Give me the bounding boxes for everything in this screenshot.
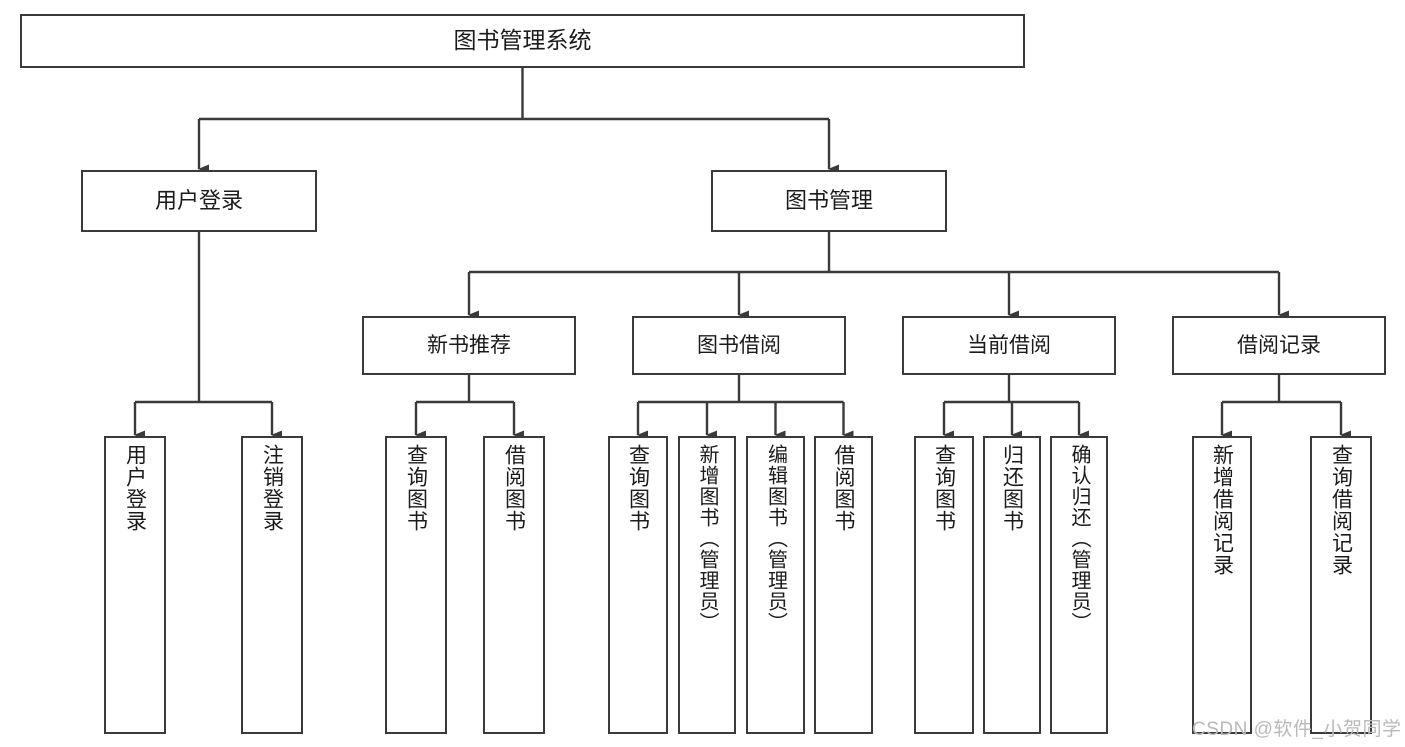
node-label: 确认归还（管理员） (1068, 444, 1090, 633)
leaf-current-return-book[interactable]: 归还图书 (983, 436, 1041, 734)
node-current-borrow[interactable]: 当前借阅 (902, 316, 1116, 375)
node-label: 查询借阅记录 (1329, 444, 1353, 576)
node-label: 新增借阅记录 (1210, 444, 1234, 576)
node-label: 注销登录 (260, 444, 284, 532)
leaf-recommend-query-book[interactable]: 查询图书 (385, 436, 447, 734)
node-label: 新书推荐 (427, 333, 511, 357)
leaf-borrow-query-book[interactable]: 查询图书 (608, 436, 668, 734)
leaf-borrow-add-book[interactable]: 新增图书（管理员） (678, 436, 736, 734)
leaf-borrow-edit-book[interactable]: 编辑图书（管理员） (746, 436, 805, 734)
node-user-login[interactable]: 用户登录 (81, 170, 317, 232)
node-label: 用户登录 (123, 444, 147, 532)
leaf-borrow-borrow-book[interactable]: 借阅图书 (814, 436, 873, 734)
node-label: 查询图书 (626, 444, 650, 532)
node-label: 图书管理系统 (453, 27, 592, 54)
node-label: 当前借阅 (967, 333, 1051, 357)
node-label: 借阅记录 (1237, 333, 1321, 357)
leaf-current-confirm-return[interactable]: 确认归还（管理员） (1050, 436, 1108, 734)
node-label: 查询图书 (404, 444, 428, 532)
node-label: 借阅图书 (832, 444, 855, 532)
node-book-borrow[interactable]: 图书借阅 (632, 316, 846, 375)
node-label: 归还图书 (1000, 444, 1024, 532)
node-root-system[interactable]: 图书管理系统 (20, 14, 1025, 68)
node-new-book-recommend[interactable]: 新书推荐 (362, 316, 576, 375)
leaf-recommend-borrow-book[interactable]: 借阅图书 (483, 436, 545, 734)
leaf-record-query-record[interactable]: 查询借阅记录 (1310, 436, 1372, 734)
node-label: 用户登录 (154, 187, 243, 213)
node-label: 编辑图书（管理员） (764, 444, 787, 633)
node-label: 新增图书（管理员） (696, 444, 718, 633)
node-book-manage[interactable]: 图书管理 (711, 170, 947, 232)
connector-group (133, 68, 1351, 440)
leaf-record-add-record[interactable]: 新增借阅记录 (1192, 436, 1252, 734)
node-label: 图书管理 (784, 187, 873, 213)
leaf-current-query-book[interactable]: 查询图书 (914, 436, 974, 734)
leaf-user-login[interactable]: 用户登录 (104, 436, 166, 734)
node-label: 借阅图书 (502, 444, 526, 532)
leaf-user-logout[interactable]: 注销登录 (241, 436, 303, 734)
node-label: 图书借阅 (697, 333, 781, 357)
node-label: 查询图书 (932, 444, 956, 532)
node-borrow-record[interactable]: 借阅记录 (1172, 316, 1386, 375)
